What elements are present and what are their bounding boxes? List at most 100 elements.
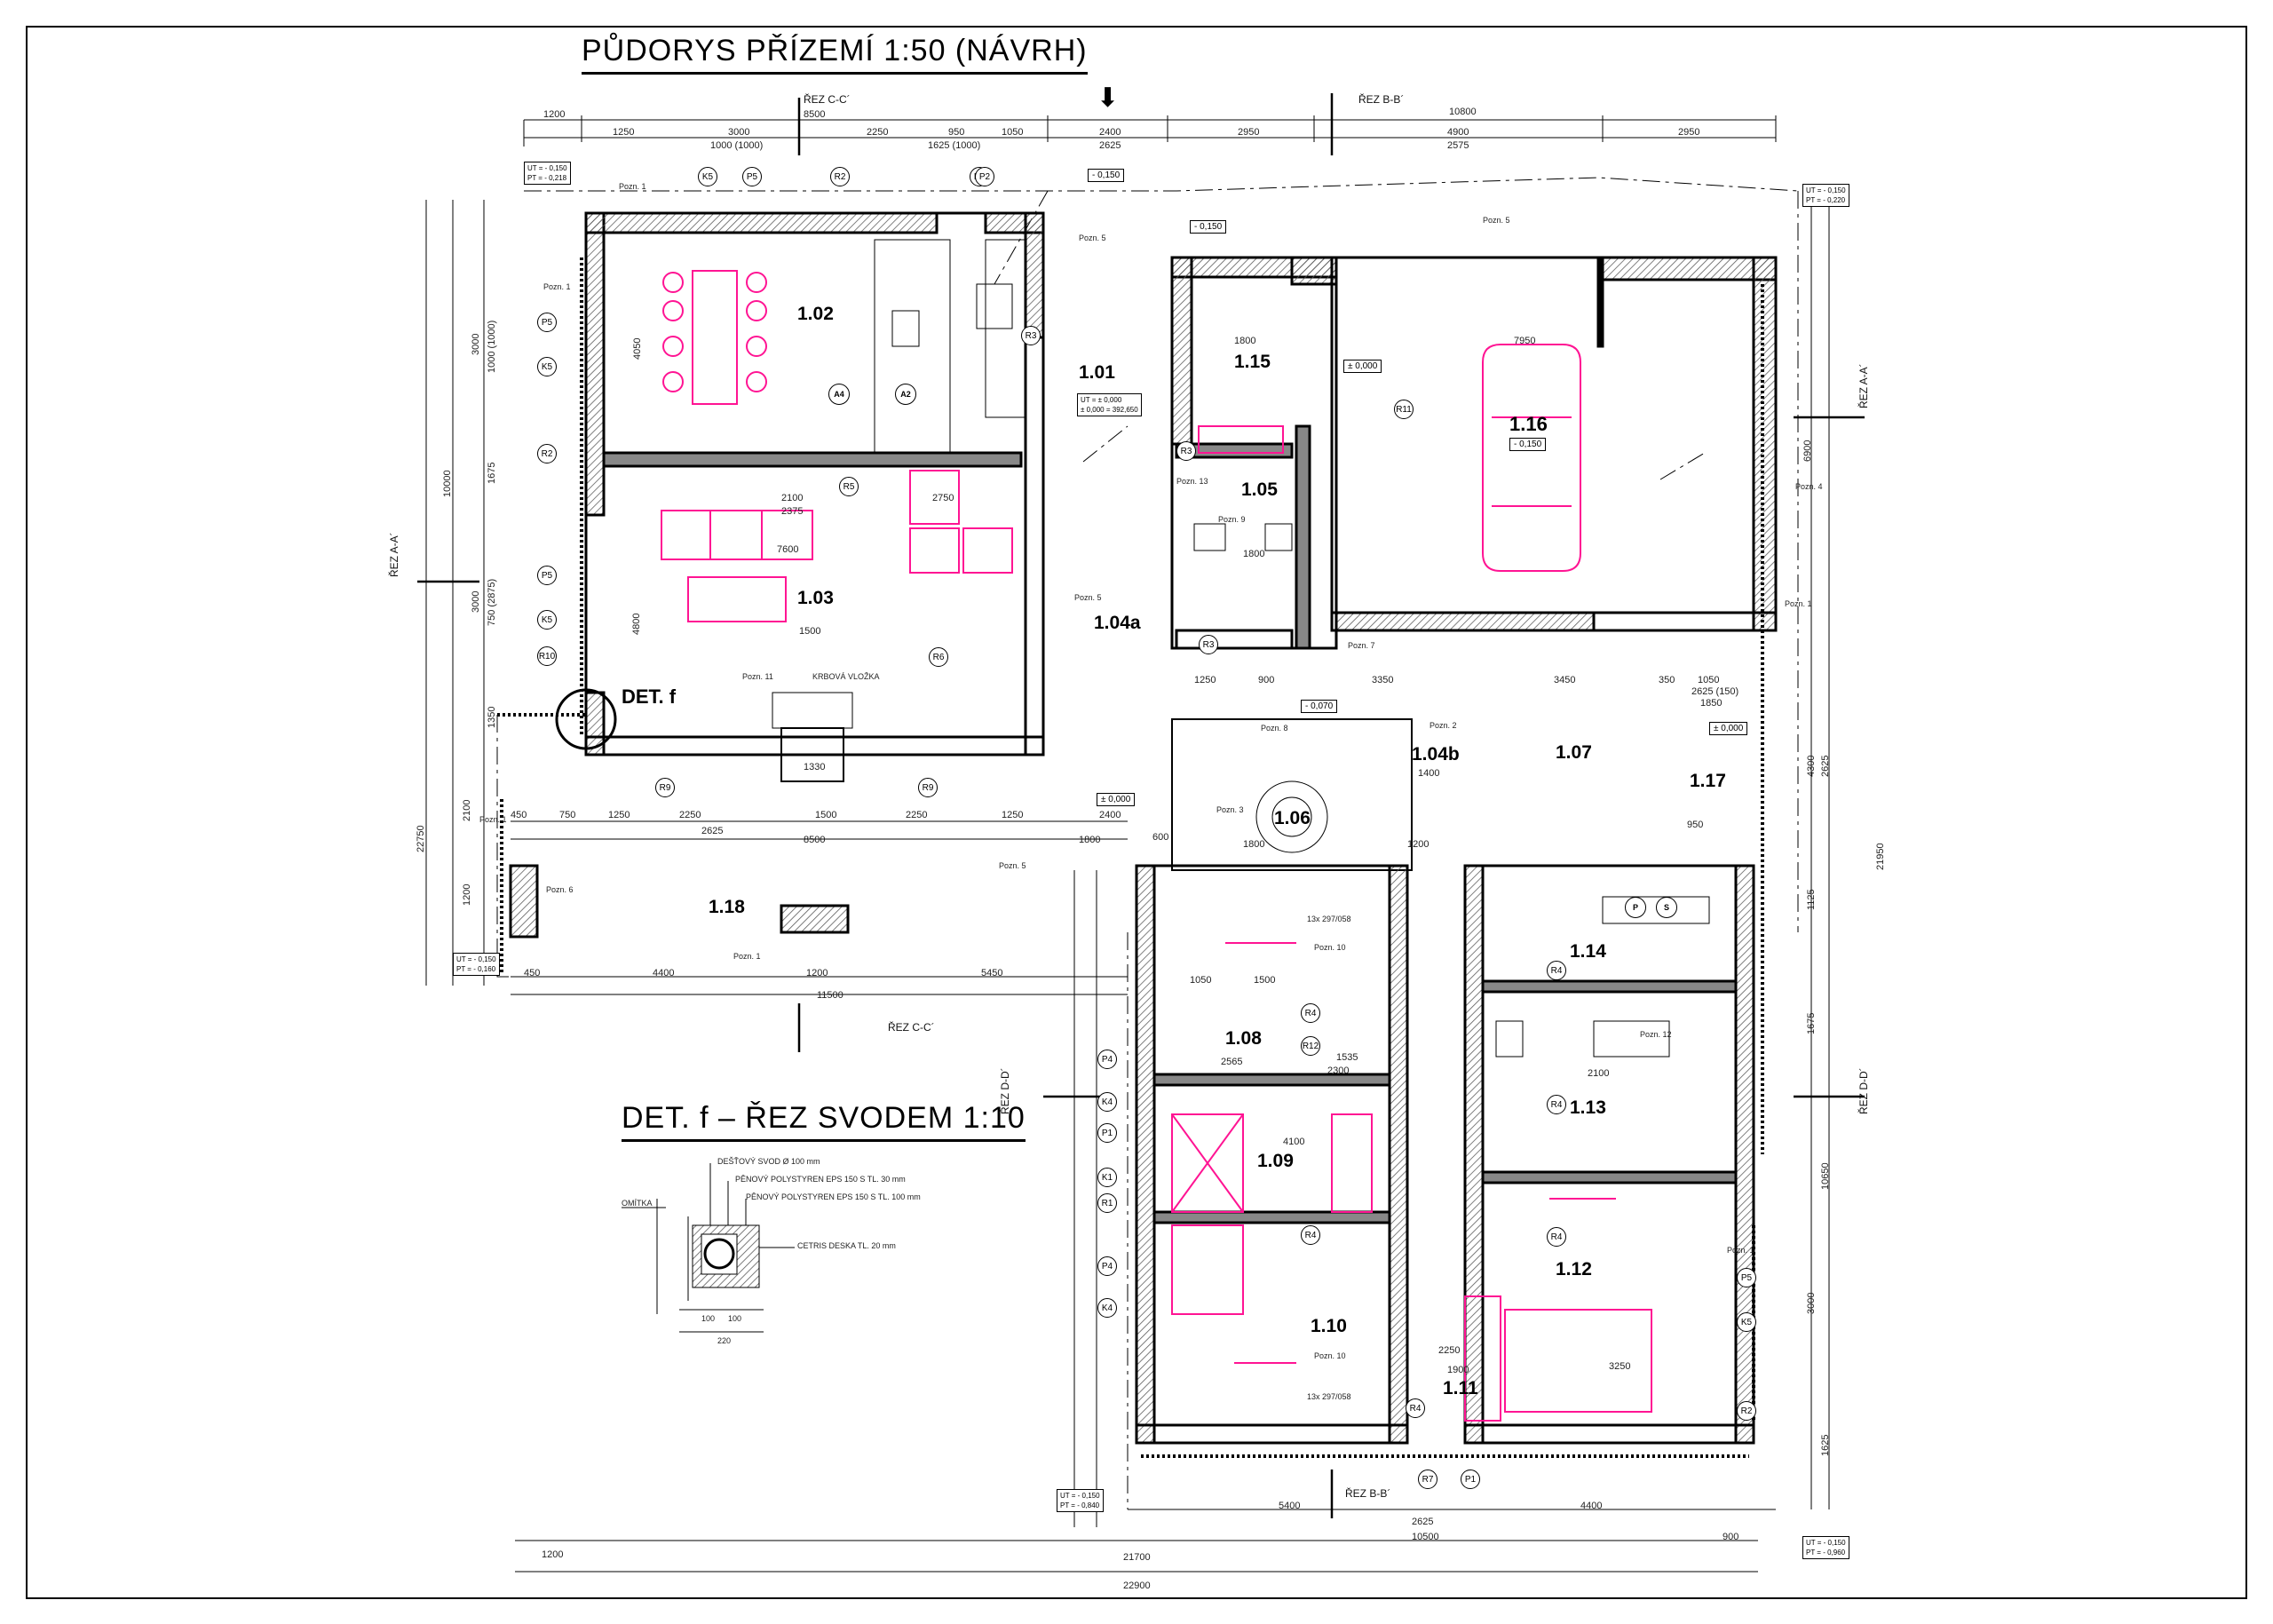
marker-k5-left: K5 xyxy=(537,357,557,376)
detail-note-3: PĚNOVÝ POLYSTYREN EPS 150 S TL. 100 mm xyxy=(746,1192,921,1201)
dim-int-7: 900 xyxy=(1258,675,1275,685)
dim-top-7: 4900 xyxy=(1447,127,1469,138)
room-1-07: 1.07 xyxy=(1556,742,1592,763)
marker-r6: R6 xyxy=(929,647,948,667)
dim-top-total-left: 8500 xyxy=(804,109,826,120)
room-1-10: 1.10 xyxy=(1311,1316,1347,1336)
note-pozn3: Pozn. 3 xyxy=(1216,805,1244,814)
marker-r7: R7 xyxy=(1418,1470,1437,1489)
marker-r3-c: R3 xyxy=(1199,635,1218,654)
note-pozn10-b: Pozn. 10 xyxy=(1314,1351,1346,1360)
marker-p4-b: P4 xyxy=(1097,1256,1117,1276)
section-cc-top: ŘEZ C-C´ xyxy=(804,93,851,106)
dim-top-sub-5: 2625 xyxy=(1099,140,1121,151)
dim-int-3: 2375 xyxy=(781,506,804,517)
dim-vl-4: 1000 (1000) xyxy=(487,320,497,373)
note-pozn12: Pozn. 12 xyxy=(1640,1030,1672,1039)
marker-p: P xyxy=(1625,897,1646,918)
marker-r4-c: R4 xyxy=(1547,1227,1566,1247)
marker-p5-left: P5 xyxy=(537,313,557,332)
dim-vl-5: 3000 xyxy=(471,590,481,613)
marker-k4-b: K4 xyxy=(1097,1298,1117,1318)
dim-vr-2: 10650 xyxy=(1820,1162,1831,1190)
marker-a2: A2 xyxy=(895,384,916,405)
dim-top-sub-4: 1050 xyxy=(1002,127,1024,138)
dim-top-3: 2250 xyxy=(867,127,889,138)
marker-r9-b: R9 xyxy=(918,778,938,797)
note-pozn2: Pozn. 2 xyxy=(1430,721,1457,730)
marker-k5-top: K5 xyxy=(698,167,717,186)
room-1-11: 1.11 xyxy=(1443,1378,1478,1398)
furniture xyxy=(661,270,1652,1422)
room-1-15: 1.15 xyxy=(1234,352,1271,372)
dim-vl-1: 22750 xyxy=(416,825,426,852)
dim-int-24: 1900 xyxy=(1447,1365,1469,1375)
dim-top-sub-3: 1625 (1000) xyxy=(928,140,981,151)
marker-p1-bottom: P1 xyxy=(1461,1470,1480,1489)
note-pozn11: Pozn. 11 xyxy=(742,672,773,681)
marker-r4-f: R4 xyxy=(1406,1398,1425,1418)
detail-title: DET. f – ŘEZ SVODEM 1:10 xyxy=(622,1101,1026,1142)
dim-int-6: 1250 xyxy=(1194,675,1216,685)
dim-bottom-sub-1: 1200 xyxy=(542,1549,564,1560)
walls xyxy=(509,211,1778,1445)
dim-mid-4: 2250 xyxy=(679,810,701,820)
marker-r5: R5 xyxy=(839,477,859,496)
dim-mid-6: 2250 xyxy=(906,810,928,820)
dim-int-29: 1200 xyxy=(1407,839,1430,850)
level-tag-g: - 0,070 xyxy=(1301,700,1338,713)
marker-k1: K1 xyxy=(1097,1168,1117,1187)
dim-int-20: 1050 xyxy=(1190,975,1212,986)
marker-r11: R11 xyxy=(1394,400,1414,419)
section-aa-right: ŘEZ A-A´ xyxy=(1857,363,1870,408)
marker-r10: R10 xyxy=(537,646,557,666)
level-tag-e: ± 0,000 xyxy=(1097,793,1136,806)
dim-top-4: 950 xyxy=(948,127,965,138)
dim-int-16: 2300 xyxy=(1327,1066,1350,1076)
note-pozn13: Pozn. 13 xyxy=(1176,477,1208,486)
dim-mid-total-2: 8500 xyxy=(804,835,826,845)
north-arrow-icon: ⬇ xyxy=(1097,83,1120,113)
section-lines xyxy=(417,93,1865,1518)
marker-r4-e: R4 xyxy=(1301,1225,1320,1245)
marker-r2-right: R2 xyxy=(1737,1401,1756,1421)
dim-vr-7: 1125 xyxy=(1806,889,1817,910)
detail-dim-2: 100 xyxy=(728,1314,742,1323)
dim-mid-3: 1250 xyxy=(608,810,630,820)
level-tag-a: - 0,150 xyxy=(1088,169,1125,182)
room-1-04a: 1.04a xyxy=(1094,613,1141,633)
level-box-main: UT = ± 0,000± 0,000 = 392,650 xyxy=(1077,393,1142,416)
marker-r9-a: R9 xyxy=(655,778,675,797)
dim-mid-total-1: 2625 xyxy=(701,826,724,836)
marker-r4-a: R4 xyxy=(1547,961,1566,980)
room-1-06: 1.06 xyxy=(1274,808,1311,828)
marker-k4-a: K4 xyxy=(1097,1092,1117,1112)
marker-r2-left: R2 xyxy=(537,444,557,463)
dim-int-2: 2100 xyxy=(781,493,804,503)
note-pozn1-f: Pozn. 1 xyxy=(1727,1246,1754,1255)
marker-p2: P2 xyxy=(975,167,994,186)
section-dd-right: ŘEZ D-D´ xyxy=(1857,1067,1870,1114)
dim-int-19: 1535 xyxy=(1336,1052,1358,1063)
note-pozn5-d: Pozn. 5 xyxy=(999,861,1026,870)
marker-r4-d: R4 xyxy=(1301,1003,1320,1023)
room-1-17: 1.17 xyxy=(1690,771,1726,791)
note-pozn1-e: Pozn. 1 xyxy=(1785,599,1812,608)
room-1-01: 1.01 xyxy=(1079,362,1115,383)
dim-mid-total-3: 1800 xyxy=(1079,835,1101,845)
note-pozn9: Pozn. 9 xyxy=(1218,515,1246,524)
dim-low-2: 4400 xyxy=(653,968,675,978)
room-1-02: 1.02 xyxy=(797,304,834,324)
marker-p5-top: P5 xyxy=(742,167,762,186)
dim-vl-12: 1200 xyxy=(462,883,472,906)
section-bb-top: ŘEZ B-B´ xyxy=(1358,93,1405,106)
note-pozn7: Pozn. 7 xyxy=(1348,641,1375,650)
dim-vr-4: 2625 xyxy=(1820,755,1831,777)
room-1-04b: 1.04b xyxy=(1412,744,1460,764)
marker-k5-right: K5 xyxy=(1737,1312,1756,1332)
room-1-13: 1.13 xyxy=(1570,1097,1606,1118)
